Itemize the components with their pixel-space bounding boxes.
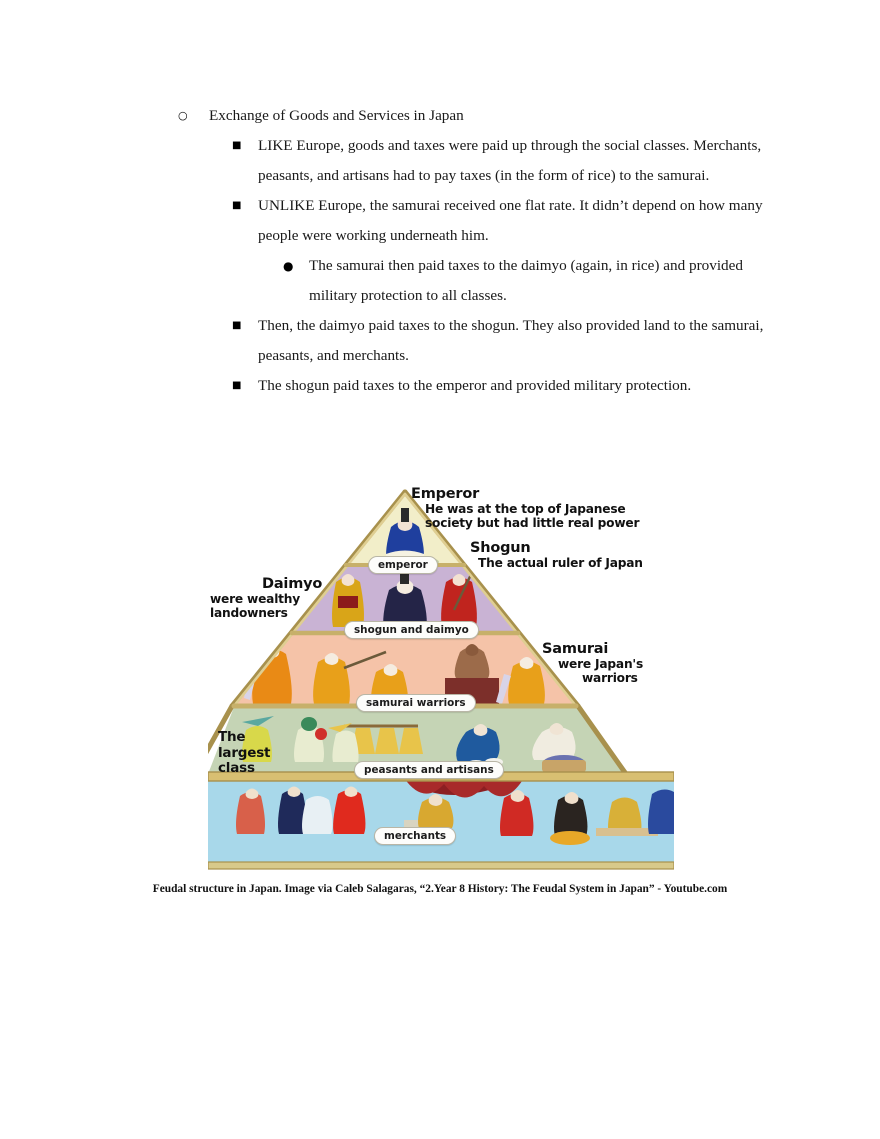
label-largest-class-line1: The: [218, 729, 246, 745]
outline-item-text: LIKE Europe, goods and taxes were paid u…: [258, 137, 762, 184]
tier-caption-shogun-daimyo: shogun and daimyo: [344, 621, 479, 639]
label-shogun-desc: The actual ruler of Japan: [478, 556, 643, 570]
outline-item-level2: ■ The shogun paid taxes to the emperor a…: [232, 371, 777, 401]
bullet-square-icon: ■: [232, 320, 242, 331]
label-daimyo-desc-line2: landowners: [210, 606, 288, 620]
label-samurai-desc-line1: were Japan's: [558, 657, 644, 671]
outline-item-level2: ■ LIKE Europe, goods and taxes were paid…: [232, 131, 777, 191]
figure-caption: Feudal structure in Japan. Image via Cal…: [152, 883, 728, 895]
label-shogun: Shogun The actual ruler of Japan: [470, 540, 643, 570]
pyramid-tier-peasants: [208, 707, 628, 774]
label-daimyo-title: Daimyo: [262, 576, 323, 592]
label-samurai-title: Samurai: [542, 641, 609, 657]
outline-item-text: UNLIKE Europe, the samurai received one …: [258, 197, 763, 244]
bullet-square-icon: ■: [232, 140, 242, 151]
outline-item-text: The shogun paid taxes to the emperor and…: [258, 377, 692, 394]
label-emperor-desc-line1: He was at the top of Japanese: [425, 502, 626, 516]
label-emperor-title: Emperor: [411, 486, 480, 502]
label-daimyo-desc-line1: were wealthy: [210, 592, 301, 606]
label-emperor-desc-line2: society but had little real power: [425, 516, 640, 530]
label-largest-class: The largest class: [218, 729, 271, 777]
bullet-disc-icon: ●: [283, 259, 294, 273]
notes-outline: ○ Exchange of Goods and Services in Japa…: [0, 101, 880, 401]
outline-item-text: Then, the daimyo paid taxes to the shogu…: [258, 317, 764, 364]
label-largest-class-line2: largest: [218, 744, 271, 761]
label-largest-class-line3: class: [218, 760, 255, 776]
outline-item-level2: ■ Then, the daimyo paid taxes to the sho…: [232, 311, 777, 371]
outline-item-text: Exchange of Goods and Services in Japan: [209, 107, 464, 124]
feudal-pyramid-figure: Emperor He was at the top of Japanese so…: [208, 482, 674, 874]
bullet-square-icon: ■: [232, 200, 242, 211]
outline-item-level2: ■ UNLIKE Europe, the samurai received on…: [232, 191, 777, 251]
label-emperor: Emperor He was at the top of Japanese so…: [411, 486, 639, 530]
tier-caption-merchants: merchants: [374, 827, 457, 845]
tier-caption-emperor: emperor: [368, 556, 438, 574]
pyramid-tier-merchants: [208, 776, 674, 867]
tier-caption-peasants: peasants and artisans: [354, 761, 504, 779]
outline-item-text: The samurai then paid taxes to the daimy…: [309, 257, 743, 304]
bullet-hollow-circle-icon: ○: [178, 109, 188, 122]
label-shogun-title: Shogun: [470, 540, 531, 556]
bullet-square-icon: ■: [232, 380, 242, 391]
label-daimyo: Daimyo were wealthy landowners: [210, 576, 322, 620]
outline-item-level1: ○ Exchange of Goods and Services in Japa…: [178, 101, 818, 131]
label-samurai: Samurai were Japan's warriors: [542, 641, 643, 685]
tier-caption-samurai: samurai warriors: [356, 694, 476, 712]
pyramid-tier-shogun-daimyo: [292, 566, 518, 632]
outline-item-level3: ● The samurai then paid taxes to the dai…: [283, 251, 753, 311]
label-samurai-desc-line2: warriors: [582, 671, 638, 685]
